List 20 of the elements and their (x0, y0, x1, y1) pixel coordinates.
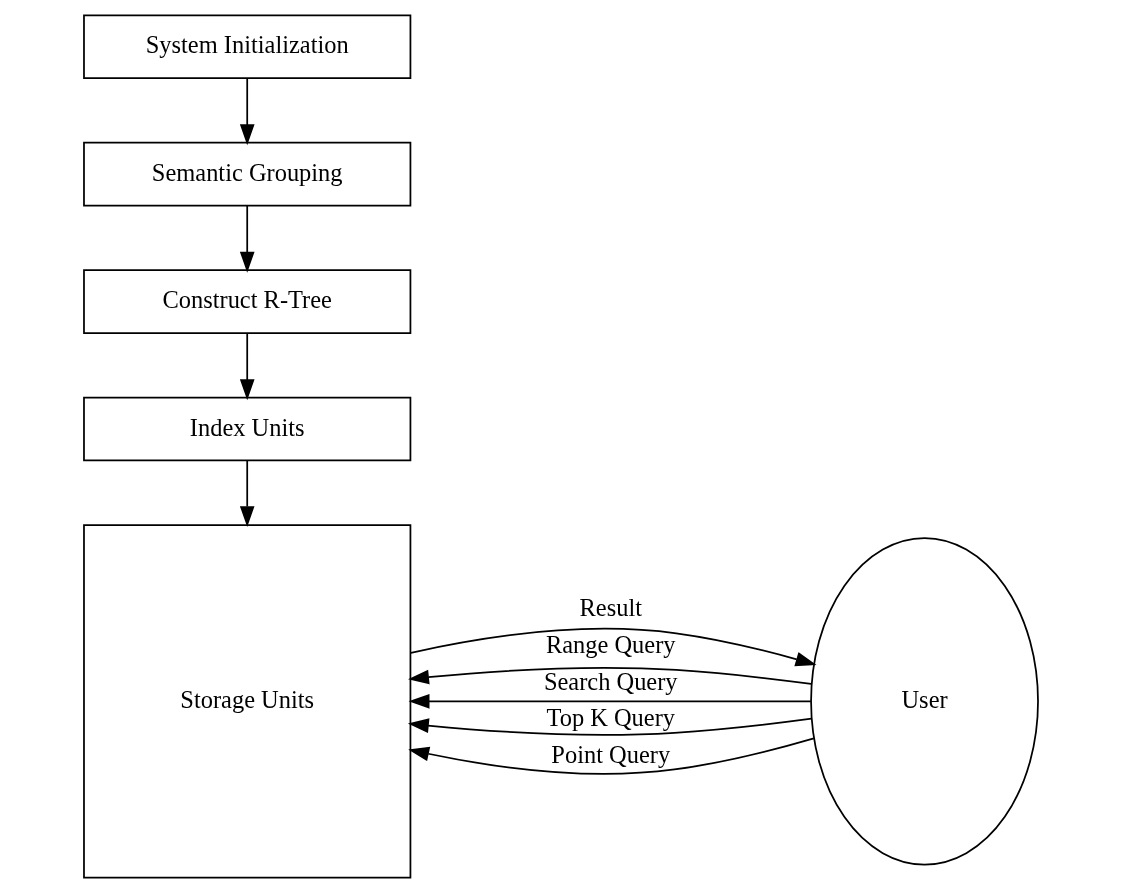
edge-label: Range Query (545, 630, 676, 658)
arrow (239, 459, 255, 528)
arrow (407, 737, 815, 775)
arrow (407, 667, 812, 685)
edge-label: Result (579, 594, 642, 622)
node-box: Construct R-Tree (82, 269, 411, 334)
edge-label: Search Query (543, 667, 678, 695)
node-box: System Initialization (82, 14, 411, 80)
arrow (239, 332, 255, 401)
node-box: Index Units (82, 396, 411, 462)
arrow (408, 694, 812, 709)
node-box: Storage Units (82, 524, 411, 879)
arrow (409, 627, 817, 667)
edge-label: Top K Query (545, 704, 675, 732)
node-box: Semantic Grouping (82, 141, 411, 207)
edge-label: Point Query (550, 740, 670, 768)
node-ellipse: User (809, 537, 1039, 866)
arrow (407, 717, 812, 736)
arrow (239, 205, 255, 273)
arrow (239, 77, 255, 146)
